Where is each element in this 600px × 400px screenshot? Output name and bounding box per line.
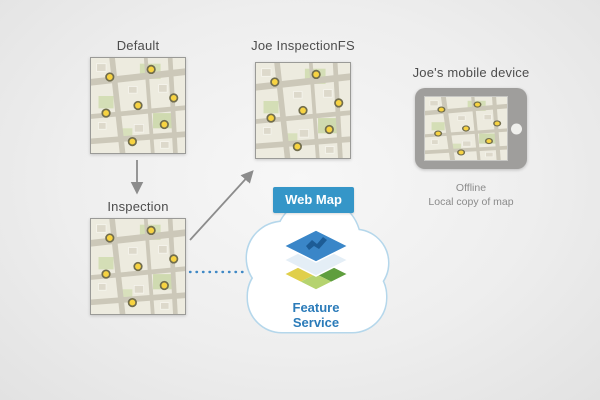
feature-layers-icon [282, 229, 350, 291]
map-thumbnail-default [90, 57, 186, 154]
map-thumbnail-inspection [90, 218, 186, 315]
label-inspection: Inspection [107, 199, 169, 214]
map-thumbnail-joe-inspection-fs [255, 62, 351, 159]
label-mobile-device: Joe's mobile device [412, 65, 530, 80]
home-button-icon [511, 123, 522, 134]
device-screen [424, 96, 508, 161]
layer-top-feature [282, 229, 350, 263]
map-art-joe-inspection-fs [256, 63, 350, 158]
tablet-icon [415, 88, 527, 169]
map-art-inspection [91, 219, 185, 314]
label-joe-inspection-fs: Joe InspectionFS [251, 38, 355, 53]
map-art-device [425, 97, 507, 160]
web-map-banner: Web Map [273, 187, 354, 213]
map-art-default [91, 58, 185, 153]
feature-service-label: Feature Service [292, 300, 340, 330]
arrow-inspection-to-joefs [189, 170, 254, 241]
local-copy-caption: Local copy of map [428, 196, 514, 208]
offline-status: Offline [455, 182, 487, 194]
label-default: Default [116, 38, 160, 53]
